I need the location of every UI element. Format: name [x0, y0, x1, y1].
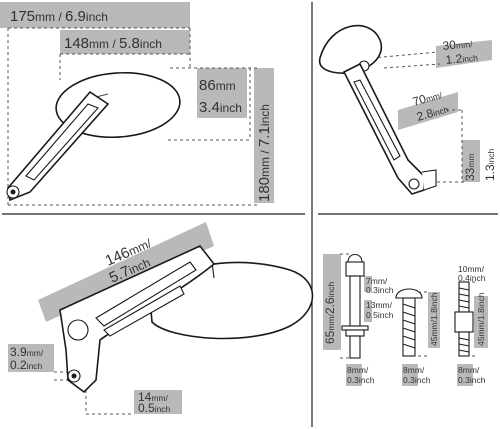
- arm-length-label-3: 146mm/: [103, 234, 155, 269]
- thread1-label-in: 0.3inch: [347, 375, 375, 385]
- adapter-length-band: [474, 296, 488, 348]
- depth-label: 30mm/: [442, 36, 474, 53]
- depth-band: [436, 40, 492, 68]
- nut-label: 7mm/: [366, 276, 388, 286]
- screw-length-label: 45mm/1.8inch: [429, 292, 439, 346]
- depth-label-in: 1.2inch: [445, 50, 479, 67]
- nut-band: [364, 276, 372, 292]
- offset-band: [8, 344, 54, 372]
- bolt-total-band: [323, 254, 341, 350]
- arm-length-band: [398, 92, 458, 130]
- arm-slot-3a: [95, 261, 197, 327]
- base-height-label-in: 1.3inch: [483, 148, 497, 181]
- thread1-label: 8mm/: [347, 365, 369, 375]
- bolt-cap: [347, 253, 363, 263]
- thread3-label-in: 0.3inch: [458, 375, 486, 385]
- bolt-washer: [341, 325, 369, 331]
- mount-bolt-assembly: [341, 253, 369, 359]
- mount-width-label-in: 0.5inch: [138, 401, 171, 415]
- head-height-label-mm: 86mm: [199, 77, 236, 94]
- head-width-label: 148mm / 5.8inch: [64, 35, 162, 52]
- screw-head: [395, 288, 423, 299]
- base-height-label: 33mm: [463, 153, 477, 181]
- washer-band: [364, 300, 372, 322]
- overall-height-label: 180mm / 7.1inch: [256, 104, 273, 202]
- base-height-band: [462, 140, 480, 182]
- overall-width-band: [0, 2, 190, 28]
- bolt-total-label: 65mm/2.6inch: [323, 282, 337, 344]
- thread2-label: 8mm/: [403, 365, 425, 375]
- arm-slot: [25, 103, 99, 181]
- washer-label: 13mm/: [366, 300, 393, 310]
- arm-length-band-2: [38, 222, 214, 322]
- overall-width-label: 175mm / 6.9inch: [10, 8, 108, 25]
- mount-width-band: [134, 390, 182, 414]
- offset-label: 3.9mm/: [10, 345, 44, 359]
- mirror-head-side: [318, 24, 383, 74]
- offset-label-in: 0.2inch: [10, 358, 43, 372]
- adapter-body: [454, 311, 474, 333]
- mount-block: [421, 169, 437, 191]
- adapter-bottom-lines: [458, 337, 470, 353]
- mount-width-label: 14mm/: [138, 390, 169, 404]
- adapter-length-label: 45mm/1.8inch: [476, 292, 486, 346]
- mount-bolt: [10, 189, 16, 195]
- arm-hole-3: [67, 319, 89, 341]
- thread3-band: [457, 364, 473, 386]
- panel-bottom-right: 65mm/2.6inch 7mm/ 0.3inch 13mm/ 0.5inch …: [323, 253, 488, 386]
- head-height-band: [197, 68, 247, 118]
- nut-label-in: 0.3inch: [366, 285, 394, 295]
- mount-adapter: [454, 281, 474, 357]
- depth-guide-top: [371, 51, 439, 59]
- thread3-label: 8mm/: [458, 365, 480, 375]
- overall-height-band: [254, 68, 274, 203]
- thread1-band: [346, 364, 362, 386]
- washer-label-in: 0.5inch: [366, 310, 394, 320]
- thread2-band: [402, 364, 418, 386]
- bolt-thread-outline: [349, 335, 361, 359]
- adapter-top-label: 10mm/: [458, 264, 485, 274]
- screw-thread: [402, 303, 416, 349]
- thread2-label-in: 0.3inch: [403, 375, 431, 385]
- arm-slot-3b: [103, 285, 185, 337]
- screw-length-band: [428, 292, 440, 348]
- mount-screw: [395, 288, 423, 357]
- bolt-nut-bottom: [345, 329, 365, 337]
- head-width-band: [60, 30, 190, 54]
- bolt-shaft: [349, 275, 361, 327]
- arm-length-label-in: 2.8inch: [415, 101, 450, 123]
- adapter-top-lines: [458, 287, 470, 309]
- bolt-nut-top: [345, 261, 365, 277]
- mount-bolt-3: [71, 373, 77, 379]
- arm-slot-side: [353, 79, 401, 161]
- panel-bottom-left: 146mm/ 5.7inch 3.9mm/ 0.2inch 14mm/ 0.5i…: [8, 222, 314, 415]
- depth-guide-bottom: [383, 63, 441, 69]
- mount-hole-side: [408, 178, 420, 190]
- panel-top-right: 30mm/ 1.2inch 70mm/ 2.8inch 33mm 1.3inch: [318, 24, 497, 195]
- adapter-top-label-in: 0.4inch: [458, 273, 486, 283]
- arm-length-label: 70mm/: [411, 87, 444, 109]
- panel-top-left: 175mm / 6.9inch 148mm / 5.8inch 86mm 3.4…: [0, 2, 274, 206]
- head-height-label-in: 3.4inch: [199, 99, 242, 116]
